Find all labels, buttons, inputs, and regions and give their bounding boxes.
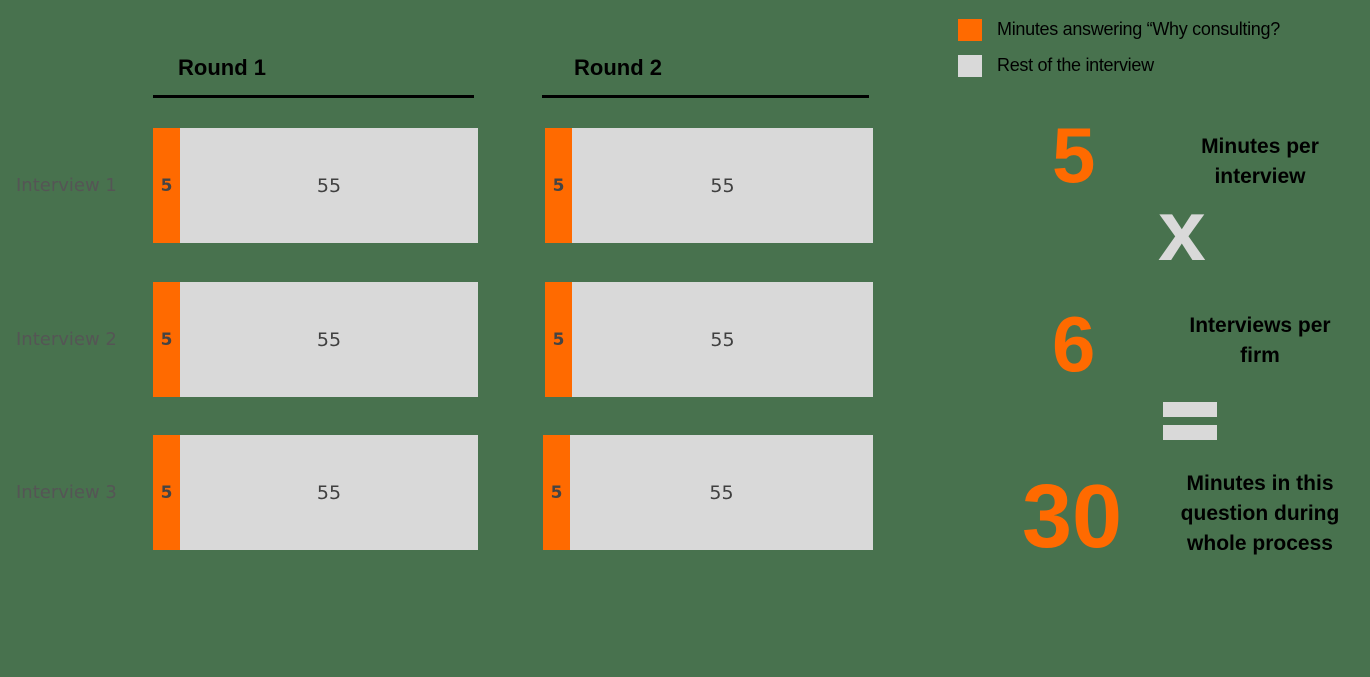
bar-round2-interview1: 5 55: [545, 128, 873, 243]
segment-rest: 55: [180, 282, 478, 397]
equation-term2-desc: Interviews per firm: [1160, 311, 1360, 371]
desc-line: Interviews per: [1189, 314, 1331, 337]
bar-round2-interview3: 5 55: [543, 435, 873, 550]
desc-line: Minutes per: [1201, 135, 1319, 158]
desc-line: question during: [1180, 502, 1340, 525]
segment-why-consulting: 5: [153, 435, 180, 550]
legend-swatch-gray: [958, 55, 982, 77]
segment-rest: 55: [570, 435, 873, 550]
multiply-icon: x: [1158, 183, 1206, 279]
equals-icon: [1163, 402, 1217, 440]
segment-rest: 55: [572, 128, 873, 243]
segment-rest: 55: [180, 435, 478, 550]
bar-round1-interview1: 5 55: [153, 128, 478, 243]
row-label-interview-1: Interview 1: [16, 175, 117, 196]
equation-result-desc: Minutes in this question during whole pr…: [1160, 469, 1360, 559]
equation-term1-desc: Minutes per interview: [1160, 132, 1360, 192]
row-label-interview-3: Interview 3: [16, 482, 117, 503]
segment-why-consulting: 5: [153, 282, 180, 397]
desc-line: firm: [1240, 344, 1280, 367]
segment-why-consulting: 5: [153, 128, 180, 243]
legend-label-rest: Rest of the interview: [997, 55, 1154, 75]
equation-term1-value: 5: [1052, 111, 1096, 199]
segment-rest: 55: [180, 128, 478, 243]
desc-line: Minutes in this: [1186, 472, 1334, 495]
round-2-title: Round 2: [574, 55, 662, 80]
segment-why-consulting: 5: [545, 282, 572, 397]
legend-swatch-orange: [958, 19, 982, 41]
desc-line: interview: [1214, 165, 1306, 188]
segment-why-consulting: 5: [543, 435, 570, 550]
equation-term2-value: 6: [1052, 300, 1096, 388]
equals-bar-bottom: [1163, 425, 1217, 440]
round-1-title: Round 1: [178, 55, 266, 80]
bar-round1-interview3: 5 55: [153, 435, 478, 550]
round-2-underline: [542, 95, 869, 98]
row-label-interview-2: Interview 2: [16, 329, 117, 350]
desc-line: whole process: [1187, 532, 1333, 555]
legend-label-why-consulting: Minutes answering “Why consulting?: [997, 19, 1280, 39]
segment-why-consulting: 5: [545, 128, 572, 243]
segment-rest: 55: [572, 282, 873, 397]
equals-bar-top: [1163, 402, 1217, 417]
round-1-underline: [153, 95, 474, 98]
equation-result-value: 30: [1022, 467, 1123, 567]
bar-round1-interview2: 5 55: [153, 282, 478, 397]
bar-round2-interview2: 5 55: [545, 282, 873, 397]
